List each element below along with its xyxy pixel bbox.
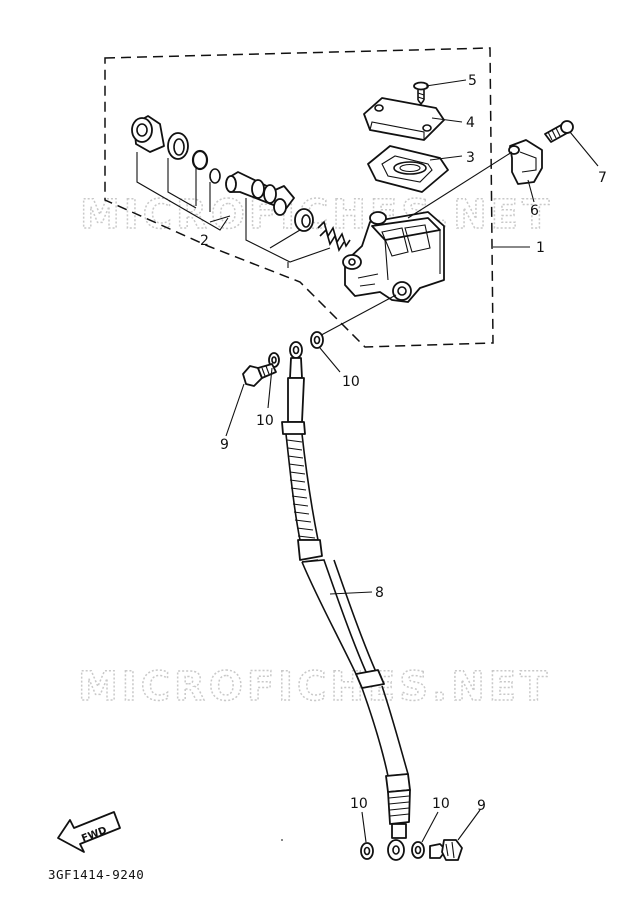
watermark-top: MICROFICHES.NET bbox=[80, 192, 553, 238]
cap-screw bbox=[413, 81, 429, 106]
banjo-bolt-upper bbox=[242, 363, 277, 387]
callout-10-upper-right: 10 bbox=[342, 374, 360, 390]
reservoir-cap bbox=[363, 97, 445, 141]
alignment-line-holder bbox=[407, 151, 513, 219]
callout-3: 3 bbox=[466, 150, 475, 166]
part-code: 3GF1414-9240 bbox=[48, 867, 144, 882]
holder-clamp bbox=[508, 139, 543, 185]
diaphragm bbox=[367, 145, 449, 193]
washer-lower-left bbox=[360, 842, 374, 860]
callout-7: 7 bbox=[598, 170, 607, 186]
brake-hose bbox=[281, 341, 411, 861]
callout-10-lower-right: 10 bbox=[432, 796, 450, 812]
forward-arrow-icon: FWD bbox=[57, 811, 121, 853]
callout-bracket-2 bbox=[136, 152, 331, 268]
callout-4: 4 bbox=[466, 115, 475, 131]
alignment-line-banjo bbox=[311, 294, 397, 341]
callout-10-upper-left: 10 bbox=[256, 413, 274, 429]
piston-assembly bbox=[225, 171, 295, 216]
callout-6: 6 bbox=[530, 203, 539, 219]
washer-lower-right bbox=[411, 841, 425, 859]
washer-upper-right bbox=[310, 331, 324, 349]
master-cylinder-body bbox=[342, 211, 445, 303]
dust-boot bbox=[131, 115, 165, 153]
holder-bolt bbox=[544, 120, 574, 143]
piston-cup bbox=[294, 208, 314, 232]
watermark-bottom: MICROFICHES.NET bbox=[78, 664, 551, 710]
callout-9-upper: 9 bbox=[220, 437, 229, 453]
callout-8: 8 bbox=[375, 585, 384, 601]
stray-dot bbox=[281, 839, 283, 841]
callout-2: 2 bbox=[200, 233, 209, 249]
return-spring bbox=[317, 220, 351, 252]
callout-1: 1 bbox=[536, 240, 545, 256]
callout-labels: 1 2 3 4 5 6 7 8 9 9 10 10 10 10 bbox=[200, 73, 607, 814]
seal-ring bbox=[167, 132, 189, 160]
assembly-boundary bbox=[104, 47, 494, 348]
circlip bbox=[191, 149, 209, 171]
o-ring bbox=[209, 168, 221, 184]
banjo-bolt-lower bbox=[429, 839, 463, 861]
callout-5: 5 bbox=[468, 73, 477, 89]
callout-9-lower: 9 bbox=[477, 798, 486, 814]
callout-10-lower-left: 10 bbox=[350, 796, 368, 812]
leader-lines bbox=[209, 79, 599, 843]
